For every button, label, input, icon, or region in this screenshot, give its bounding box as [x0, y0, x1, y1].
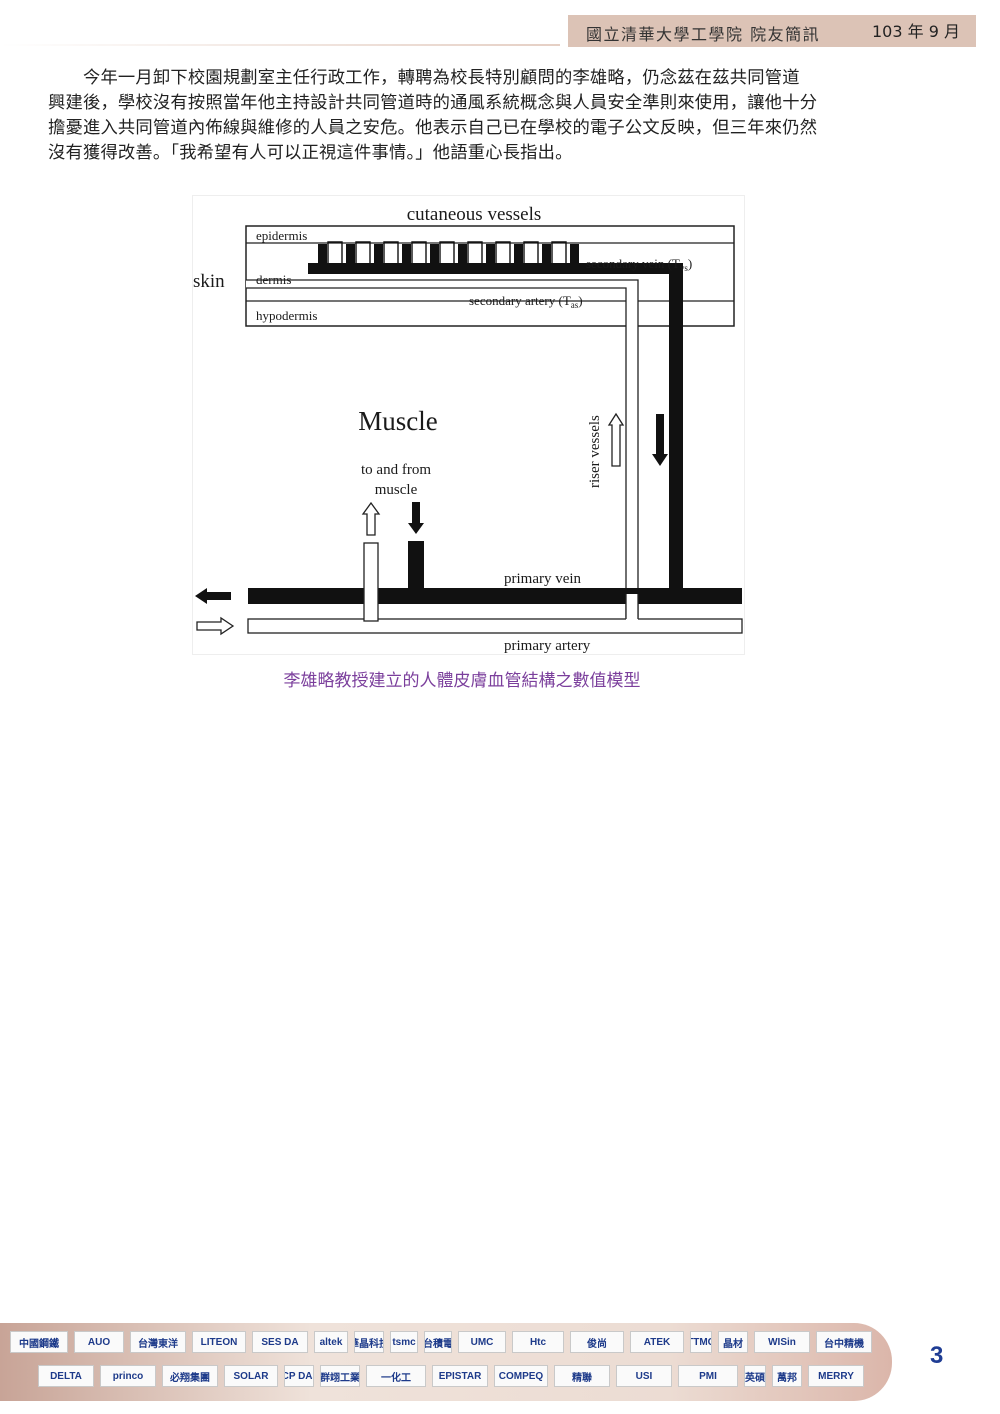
secondary-vein-riser	[669, 263, 683, 588]
sponsor-logo: COMPEQ	[494, 1365, 548, 1387]
artery-inflow-arrow	[196, 616, 235, 636]
sponsor-logo: 台灣東洋	[130, 1331, 186, 1353]
sponsor-logo: UMC	[458, 1331, 506, 1353]
sponsor-logo: LITEON	[192, 1331, 246, 1353]
muscle-artery-branch	[363, 542, 379, 622]
riser-vessels-label: riser vessels	[587, 415, 603, 488]
primary-vein-label: primary vein	[504, 571, 582, 587]
sponsor-logo: ATEK	[630, 1331, 684, 1353]
sponsor-logo: SES DA	[252, 1331, 308, 1353]
sponsor-logo: SOLAR	[224, 1365, 278, 1387]
sponsor-logo: 群翊工業	[320, 1365, 360, 1387]
sponsor-logo: TTMC	[690, 1331, 712, 1353]
sponsor-logo: AUO	[74, 1331, 124, 1353]
muscle-up-arrow	[361, 501, 381, 536]
skin-box	[245, 225, 735, 327]
secondary-artery	[246, 279, 639, 618]
sponsor-logo: 精聯	[554, 1365, 610, 1387]
to-and-from-label: to and from	[361, 462, 431, 478]
issue-date: 103 年 9 月	[872, 22, 960, 41]
secondary-vein-label: secondary vein (Tvs)	[586, 256, 692, 273]
sponsor-logos-row-1: 中國鋼鐵 AUO 台灣東洋 LITEON SES DA altek 華晶科技 t…	[10, 1331, 872, 1353]
sponsor-logo: USI	[616, 1365, 672, 1387]
header-rule	[0, 44, 560, 46]
riser-down-arrow	[652, 414, 668, 466]
sponsor-logo: 晶材	[718, 1331, 748, 1353]
sponsor-logo: ICP DAS	[284, 1365, 314, 1387]
article-paragraph: 今年一月卸下校園規劃室主任行政工作，轉聘為校長特別顧問的李雄略，仍念茲在茲共同管…	[48, 66, 948, 166]
dermis-label: dermis	[256, 272, 291, 287]
sponsor-logo: 台積電	[424, 1331, 452, 1353]
sponsor-logos-row-2: DELTA princo 必翔集團 SOLAR ICP DAS 群翊工業 一化工…	[38, 1365, 864, 1387]
sponsor-logo: 必翔集團	[162, 1365, 218, 1387]
sponsor-logo: 華晶科技	[354, 1331, 384, 1353]
sponsor-logo: 台中精機	[816, 1331, 872, 1353]
sponsor-logo: PMI	[678, 1365, 738, 1387]
primary-artery-label: primary artery	[504, 638, 591, 654]
muscle-down-arrow	[408, 502, 424, 534]
riser-up-arrow	[607, 412, 625, 467]
paragraph-line: 今年一月卸下校園規劃室主任行政工作，轉聘為校長特別顧問的李雄略，仍念茲在茲共同管…	[48, 68, 800, 88]
header-band	[568, 15, 976, 47]
muscle-small-label: muscle	[375, 482, 418, 498]
figure-caption: 李雄略教授建立的人體皮膚血管結構之數值模型	[283, 671, 641, 691]
sponsor-logo: EPISTAR	[432, 1365, 488, 1387]
secondary-artery-label: secondary artery (Tas)	[469, 293, 583, 310]
sponsor-logo: 英碩	[744, 1365, 766, 1387]
sponsor-logo: altek	[314, 1331, 348, 1353]
sponsor-logo: MERRY	[808, 1365, 864, 1387]
page-number: 3	[930, 1342, 944, 1369]
newsletter-title: 國立清華大學工學院 院友簡訊	[586, 25, 821, 44]
sponsor-logo: 中國鋼鐵	[10, 1331, 68, 1353]
capillary-loops	[308, 241, 665, 274]
primary-artery	[247, 618, 743, 634]
vein-outflow-arrow	[195, 588, 231, 604]
paragraph-line: 沒有獲得改善。「我希望有人可以正視這件事情。」他語重心長指出。	[48, 143, 573, 163]
riser-artery-joint	[626, 594, 638, 620]
sponsor-logo: 萬邦	[772, 1365, 802, 1387]
sponsor-logo: WISin	[754, 1331, 810, 1353]
sponsor-logo: princo	[100, 1365, 156, 1387]
diagram-title: cutaneous vessels	[407, 204, 542, 225]
sponsor-logo: 俊尚	[570, 1331, 624, 1353]
muscle-vein-branch	[408, 541, 424, 591]
sponsor-logo: Htc	[512, 1331, 564, 1353]
epidermis-label: epidermis	[256, 228, 307, 243]
paragraph-line: 興建後，學校沒有按照當年他主持設計共同管道時的通風系統概念與人員安全準則來使用，…	[48, 93, 818, 113]
primary-vein	[248, 588, 742, 604]
paragraph-line: 擔憂進入共同管道內佈線與維修的人員之安危。他表示自己已在學校的電子公文反映，但三…	[48, 118, 818, 138]
sponsor-logo: 一化工	[366, 1365, 426, 1387]
muscle-label: Muscle	[358, 406, 438, 436]
skin-label: skin	[193, 271, 225, 292]
sponsor-logo: tsmc	[390, 1331, 418, 1353]
sponsor-logo: DELTA	[38, 1365, 94, 1387]
hypodermis-label: hypodermis	[256, 308, 317, 323]
skin-vessel-diagram: cutaneous vessels skin epidermis dermis …	[193, 196, 744, 654]
